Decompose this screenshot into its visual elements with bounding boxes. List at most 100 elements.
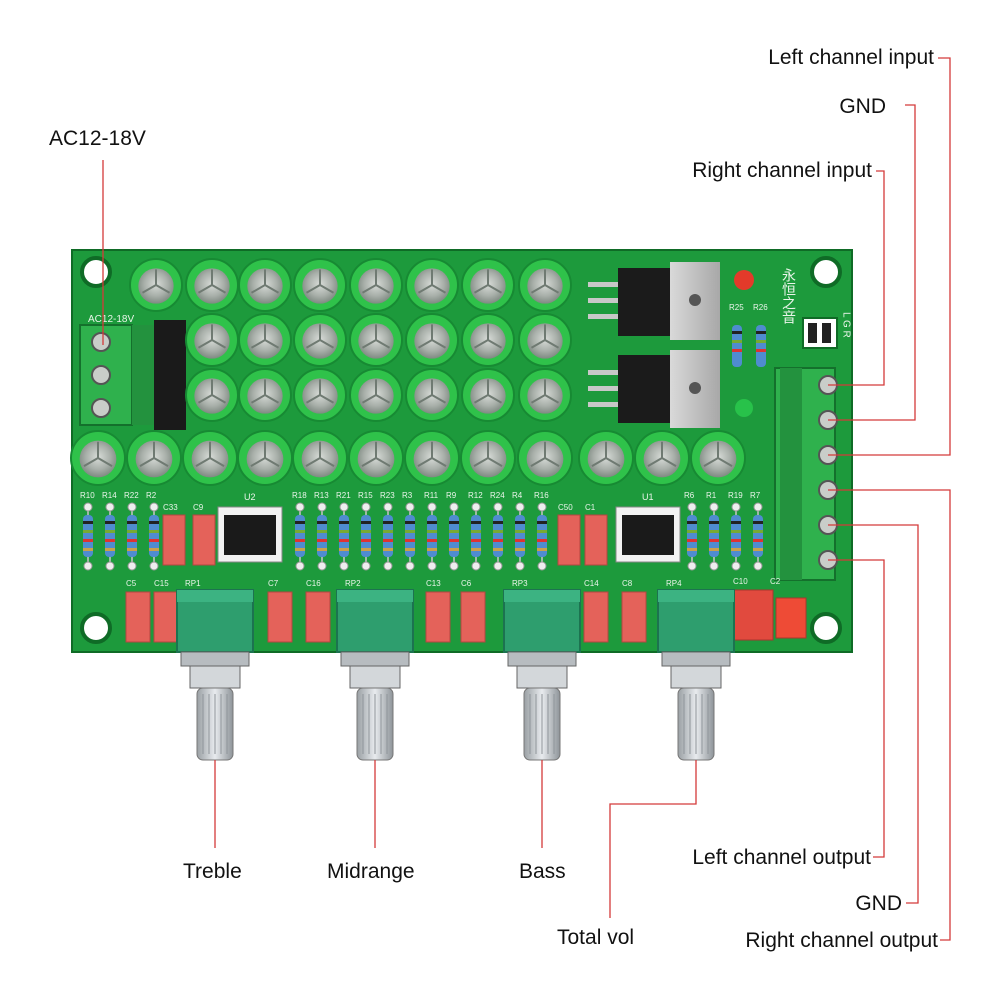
midrange-label: Midrange xyxy=(327,860,415,883)
potentiometer: RP1 xyxy=(176,579,254,761)
electrolytic-capacitor xyxy=(185,368,239,422)
electrolytic-capacitor xyxy=(182,430,238,486)
electrolytic-capacitor xyxy=(634,430,690,486)
electrolytic-capacitors xyxy=(70,258,746,486)
electrolytic-capacitor xyxy=(461,258,515,312)
resistor: R25 xyxy=(729,303,744,367)
leader-total-vol xyxy=(609,760,697,918)
resistor-label: R6 xyxy=(684,491,695,500)
pot-label: RP1 xyxy=(185,579,201,588)
film-capacitor: C10 xyxy=(732,577,774,641)
resistor: R11 xyxy=(424,491,439,571)
electrolytic-capacitor xyxy=(238,258,292,312)
electrolytic-capacitor xyxy=(185,258,239,312)
resistor-label: R25 xyxy=(729,303,744,312)
capacitor-label: C5 xyxy=(126,579,137,588)
resistor: R10 xyxy=(80,491,95,571)
resistor-label: R15 xyxy=(358,491,373,500)
electrolytic-capacitor xyxy=(461,368,515,422)
silk-brand-text: 永恒之音 xyxy=(780,268,796,324)
film-capacitor: C16 xyxy=(305,579,331,643)
electrolytic-capacitor xyxy=(461,313,515,367)
signal-terminal-block xyxy=(774,367,838,581)
capacitor-label: C6 xyxy=(461,579,472,588)
electrolytic-capacitor xyxy=(690,430,746,486)
electrolytic-capacitor xyxy=(518,258,572,312)
resistor: R13 xyxy=(314,491,329,571)
leader-left-input xyxy=(828,57,951,456)
capacitor-label: C13 xyxy=(426,579,441,588)
voltage-regulators xyxy=(588,262,720,428)
electrolytic-capacitor xyxy=(237,430,293,486)
film-capacitor: C7 xyxy=(267,579,293,643)
resistor-label: R11 xyxy=(424,491,439,500)
resistor-label: R16 xyxy=(534,491,549,500)
resistor: R22 xyxy=(124,491,139,571)
resistor-label: R23 xyxy=(380,491,395,500)
electrolytic-capacitor xyxy=(460,430,516,486)
resistor: R6 xyxy=(684,491,697,571)
capacitor-label: C8 xyxy=(622,579,633,588)
film-capacitor: C15 xyxy=(153,579,179,643)
treble-label: Treble xyxy=(183,860,242,883)
capacitor-label: C7 xyxy=(268,579,279,588)
resistor: R4 xyxy=(512,491,525,571)
leader-gnd-out xyxy=(828,524,919,904)
electrolytic-capacitor xyxy=(129,258,183,312)
resistor: R1 xyxy=(706,491,719,571)
electrolytic-capacitor xyxy=(405,258,459,312)
leader-right-output xyxy=(828,489,951,941)
power-led-red xyxy=(734,270,754,290)
electrolytic-capacitor xyxy=(185,313,239,367)
left-input-label: Left channel input xyxy=(768,46,934,69)
potentiometer: RP2 xyxy=(336,579,414,761)
resistor: R14 xyxy=(102,491,117,571)
electrolytic-capacitor xyxy=(126,430,182,486)
resistor-label: R14 xyxy=(102,491,117,500)
film-capacitor: C1 xyxy=(584,503,608,566)
electrolytic-capacitor xyxy=(293,313,347,367)
resistor-label: R10 xyxy=(80,491,95,500)
resistor-label: R13 xyxy=(314,491,329,500)
electrolytic-capacitor xyxy=(405,313,459,367)
electrolytic-capacitor xyxy=(238,313,292,367)
capacitor-label: C15 xyxy=(154,579,169,588)
film-capacitor: C6 xyxy=(460,579,486,643)
potentiometer: RP3 xyxy=(503,579,581,761)
electrolytic-capacitor xyxy=(518,313,572,367)
ic-label: U1 xyxy=(642,492,654,502)
leader-left-output xyxy=(828,559,885,858)
film-capacitor: C33 xyxy=(162,503,186,566)
ic-label: U2 xyxy=(244,492,256,502)
resistor-label: R26 xyxy=(753,303,768,312)
electrolytic-capacitor xyxy=(238,368,292,422)
capacitor-label: C33 xyxy=(163,503,178,512)
electrolytic-capacitor xyxy=(349,313,403,367)
film-capacitor: C14 xyxy=(583,579,609,643)
resistor: R7 xyxy=(750,491,763,571)
resistor-label: R2 xyxy=(146,491,157,500)
electrolytic-capacitor xyxy=(405,368,459,422)
op-amp-ic: U1 xyxy=(615,492,681,563)
electrolytic-capacitor xyxy=(292,430,348,486)
op-amp-ic: U2 xyxy=(217,492,283,563)
bass-label: Bass xyxy=(519,860,566,883)
silk-lgr-text: L G R xyxy=(841,312,852,338)
film-capacitor: C2 xyxy=(770,577,807,639)
electrolytic-capacitor xyxy=(348,430,404,486)
resistor-label: R4 xyxy=(512,491,523,500)
resistor-label: R18 xyxy=(292,491,307,500)
electrolytic-capacitor xyxy=(578,430,634,486)
power-terminal-block xyxy=(79,320,186,430)
right-output-label: Right channel output xyxy=(745,929,938,952)
resistor: R18 xyxy=(292,491,307,571)
pot-label: RP2 xyxy=(345,579,361,588)
resistor: R21 xyxy=(336,491,351,571)
gnd-input-label: GND xyxy=(839,95,886,118)
pot-label: RP3 xyxy=(512,579,528,588)
resistor-label: R3 xyxy=(402,491,413,500)
svg-text:C2: C2 xyxy=(770,577,781,586)
film-capacitor: C5 xyxy=(125,579,151,643)
resistor-label: R9 xyxy=(446,491,457,500)
